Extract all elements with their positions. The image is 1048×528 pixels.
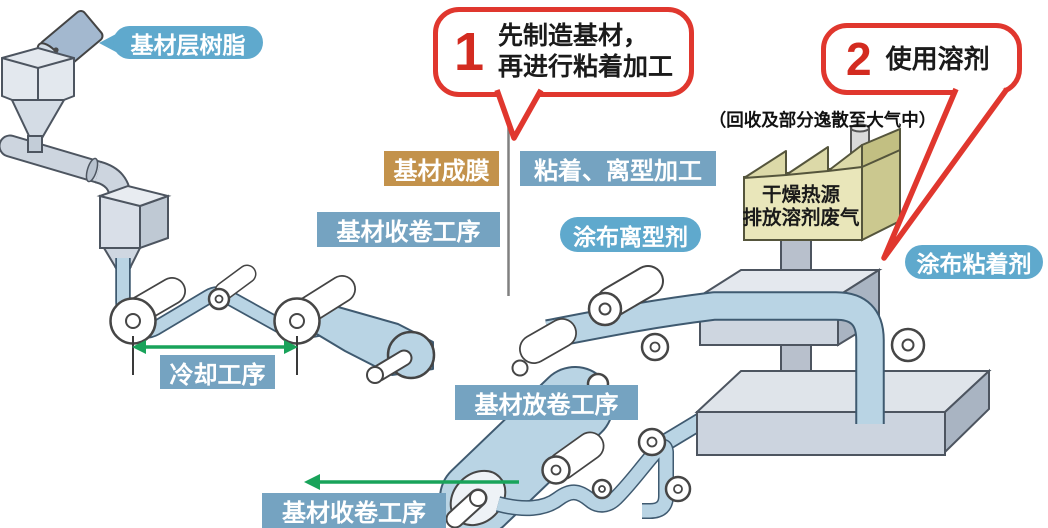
callout-1: 1 先制造基材， 再进行粘着加工 xyxy=(433,7,694,97)
die-head xyxy=(96,184,172,281)
callout-2: 2 使用溶剂 xyxy=(821,23,1022,95)
winding-direction-arrow xyxy=(304,474,519,490)
callout-1-line1: 先制造基材， xyxy=(498,21,649,50)
resin-pill-pointer xyxy=(99,34,116,52)
s-wrap-film xyxy=(495,438,674,519)
label-cooling: 冷却工序 xyxy=(160,355,275,389)
s-wrap-rollers xyxy=(541,427,692,503)
press-machine xyxy=(643,238,992,461)
cooling-range-arrow xyxy=(132,336,298,375)
winder-roll xyxy=(366,330,436,384)
dryer-factory-line2: 排放溶剂废气 xyxy=(742,207,860,229)
label-film-forming: 基材成膜 xyxy=(384,151,499,186)
label-adhesive-coating: 涂布粘着剂 xyxy=(905,245,1043,279)
label-resin: 基材层树脂 xyxy=(113,26,263,59)
callout-1-text: 先制造基材， 再进行粘着加工 xyxy=(498,21,673,84)
release-coating-rollers xyxy=(511,265,670,377)
cooling-rollers xyxy=(109,264,356,345)
callout-2-number: 2 xyxy=(846,33,872,85)
callout-1-number: 1 xyxy=(454,22,485,82)
recovery-note: （回收及部分逸散至大气中） xyxy=(708,110,937,130)
callout-1-line2: 再进行粘着加工 xyxy=(498,53,674,81)
film-ribbon-line2 xyxy=(545,291,885,424)
label-winding-bottom: 基材收卷工序 xyxy=(262,493,446,528)
label-release-coating: 涂布离型剂 xyxy=(560,217,701,252)
label-adhesion-release: 粘着、离型加工 xyxy=(520,151,716,186)
hopper xyxy=(1,46,75,153)
callout-2-text: 使用溶剂 xyxy=(885,43,990,74)
dryer-factory-line1: 干燥热源 xyxy=(761,184,840,206)
dryer-factory-text: 干燥热源 排放溶剂废气 xyxy=(736,184,866,230)
label-unwinding: 基材放卷工序 xyxy=(455,385,638,420)
label-winding-top: 基材收卷工序 xyxy=(317,212,500,247)
press-exit-roller xyxy=(890,327,926,363)
